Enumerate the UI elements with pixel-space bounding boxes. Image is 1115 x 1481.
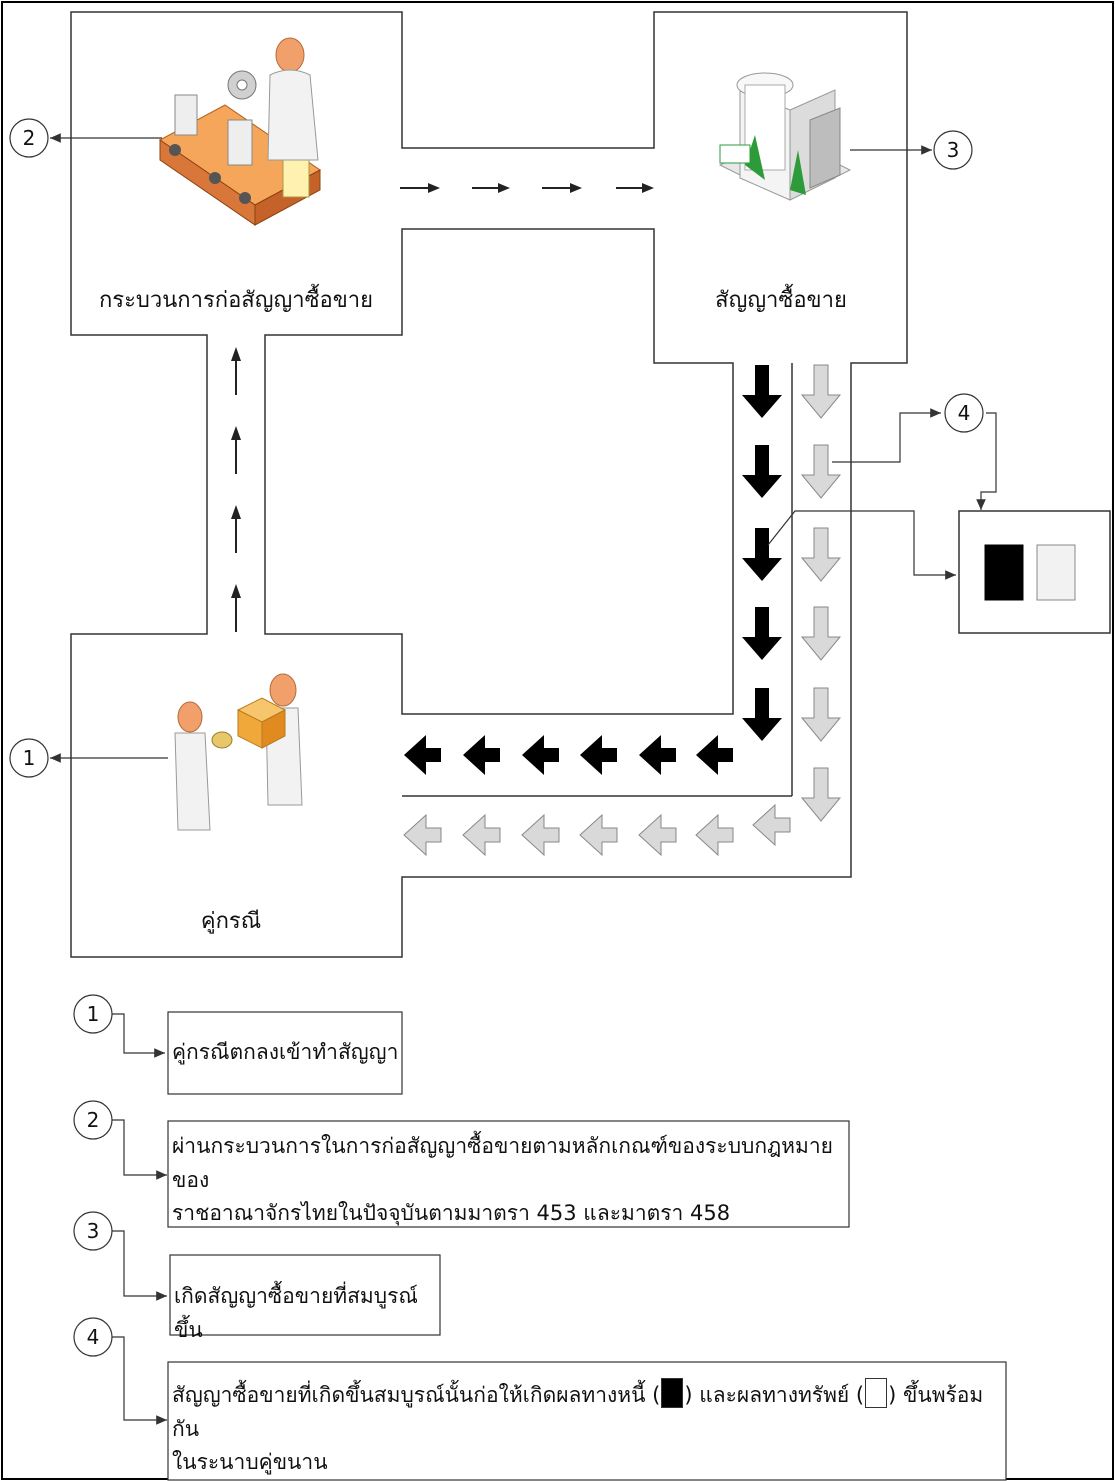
property-down-arrows bbox=[800, 364, 842, 822]
legend-box-3 bbox=[169, 1254, 441, 1336]
assembly-line-icon bbox=[159, 37, 321, 226]
legend-box-1 bbox=[167, 1011, 403, 1095]
obligation-square bbox=[984, 544, 1024, 601]
black-left-arrow-icon bbox=[639, 735, 676, 775]
legend-text-2: ผ่านกระบวนการในการก่อสัญญาซื้อขายตามหลัก… bbox=[172, 1134, 833, 1226]
legend-box-2 bbox=[167, 1120, 850, 1228]
obligation-left-arrows bbox=[404, 735, 733, 775]
grey-left-arrow-icon bbox=[695, 813, 734, 857]
callout-1: 1 bbox=[9, 738, 49, 778]
right-arrow-icon bbox=[400, 183, 440, 193]
right-arrow-icon bbox=[472, 183, 510, 193]
building-icon bbox=[718, 72, 852, 201]
svg-text:3: 3 bbox=[87, 1219, 100, 1243]
grey-left-arrow-icon bbox=[638, 813, 677, 857]
svg-text:1: 1 bbox=[87, 1002, 100, 1026]
svg-text:4: 4 bbox=[958, 401, 971, 425]
legend-num-3: 3 bbox=[73, 1211, 113, 1251]
black-left-arrow-icon bbox=[580, 735, 617, 775]
grey-left-arrow-icon bbox=[521, 813, 560, 857]
black-left-arrow-icon bbox=[522, 735, 559, 775]
black-left-arrow-icon bbox=[463, 735, 500, 775]
svg-text:1: 1 bbox=[23, 746, 36, 770]
black-down-arrow-icon bbox=[742, 688, 782, 741]
parties-to-process-arrows bbox=[231, 347, 241, 632]
obligation-down-arrows bbox=[742, 365, 782, 741]
parties-icon bbox=[174, 673, 303, 831]
black-left-arrow-icon bbox=[404, 735, 441, 775]
up-arrow-icon bbox=[231, 584, 241, 632]
grey-down-arrow-icon bbox=[800, 444, 842, 499]
grey-down-arrow-icon bbox=[800, 527, 842, 582]
legend-text-4: สัญญาซื้อขายที่เกิดขึ้นสมบูรณ์นั้นก่อให้… bbox=[170, 1378, 1004, 1480]
inner-channel bbox=[264, 228, 734, 715]
grey-down-arrow-icon bbox=[800, 767, 842, 822]
grey-down-arrow-icon bbox=[800, 606, 842, 661]
grey-down-arrow-icon bbox=[800, 687, 842, 742]
property-swatch bbox=[865, 1378, 888, 1408]
svg-text:4: 4 bbox=[87, 1325, 100, 1349]
callout-2: 2 bbox=[9, 118, 49, 158]
parties-label: คู่กรณี bbox=[201, 909, 261, 934]
legend-markers bbox=[112, 1013, 167, 1425]
svg-text:2: 2 bbox=[23, 126, 36, 150]
right-arrow-icon bbox=[542, 183, 582, 193]
black-down-arrow-icon bbox=[742, 365, 782, 418]
grey-left-arrow-icon bbox=[403, 813, 442, 857]
legend-text-1: คู่กรณีตกลงเข้าทำสัญญา bbox=[172, 1040, 399, 1064]
process-box bbox=[70, 11, 908, 958]
process-to-contract-arrows bbox=[400, 183, 654, 193]
black-down-arrow-icon bbox=[742, 445, 782, 498]
property-left-arrows bbox=[403, 803, 791, 857]
up-arrow-icon bbox=[231, 426, 241, 474]
black-down-arrow-icon bbox=[742, 607, 782, 660]
grey-left-arrow-icon bbox=[462, 813, 501, 857]
callout-3: 3 bbox=[933, 130, 973, 170]
svg-text:2: 2 bbox=[87, 1108, 100, 1132]
callout-connectors bbox=[50, 133, 997, 763]
grey-left-arrow-icon bbox=[752, 803, 791, 847]
grey-down-arrow-icon bbox=[800, 364, 842, 419]
grey-left-arrow-icon bbox=[579, 813, 618, 857]
legend-num-1: 1 bbox=[73, 994, 113, 1034]
result-box bbox=[958, 510, 1111, 634]
svg-text:3: 3 bbox=[947, 138, 960, 162]
up-arrow-icon bbox=[231, 347, 241, 395]
black-down-arrow-icon bbox=[742, 528, 782, 581]
property-square bbox=[1036, 544, 1076, 601]
up-arrow-icon bbox=[231, 505, 241, 553]
legend-num-2: 2 bbox=[73, 1100, 113, 1140]
callout-4: 4 bbox=[944, 393, 984, 433]
right-arrow-icon bbox=[616, 183, 654, 193]
legend-num-4: 4 bbox=[73, 1317, 113, 1357]
process-label: กระบวนการก่อสัญญาซื้อขาย bbox=[99, 284, 373, 313]
black-left-arrow-icon bbox=[696, 735, 733, 775]
legend-text-3: เกิดสัญญาซื้อขายที่สมบูรณ์ขึ้น bbox=[174, 1284, 418, 1342]
obligation-swatch bbox=[661, 1378, 684, 1408]
contract-label: สัญญาซื้อขาย bbox=[715, 284, 847, 313]
